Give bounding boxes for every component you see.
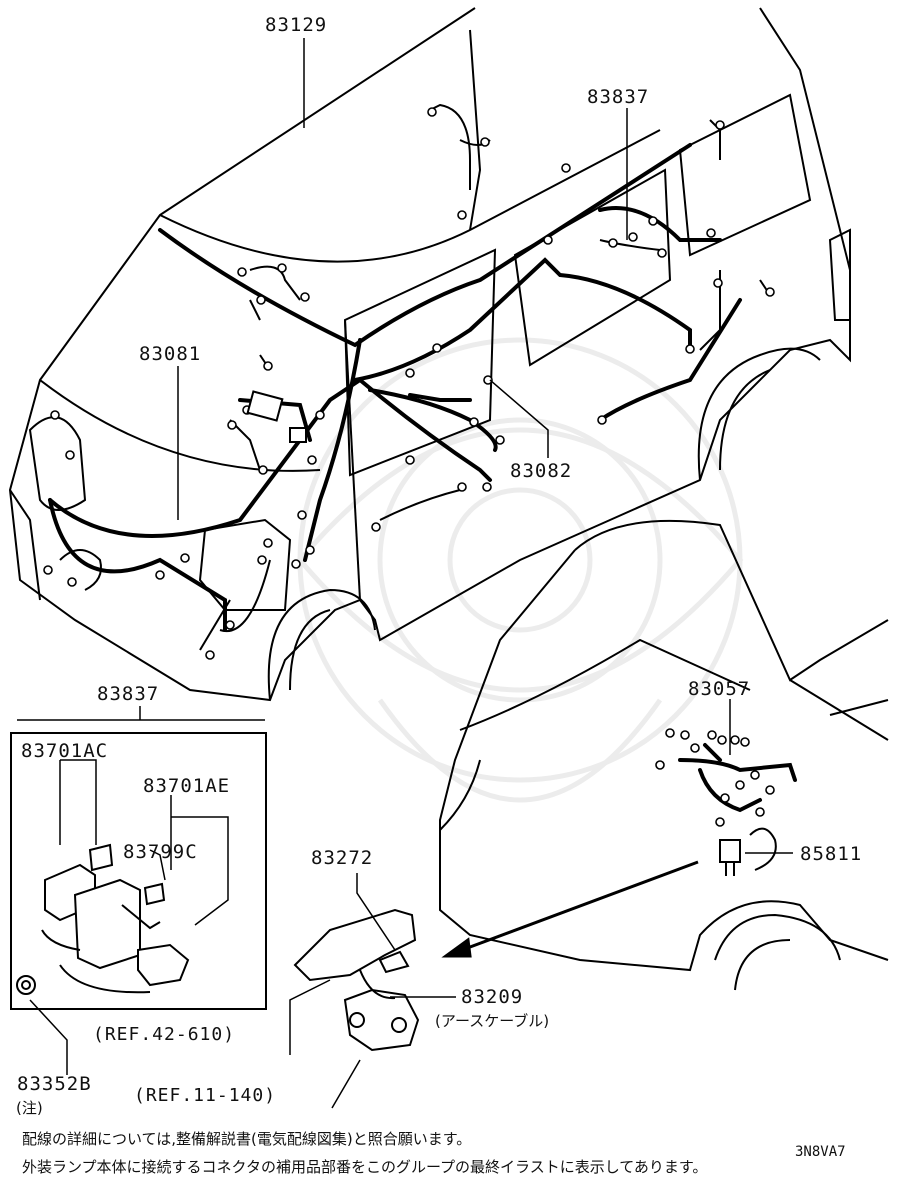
part-83272-label: 83272 bbox=[311, 847, 374, 869]
part-85811-label: 85811 bbox=[800, 843, 863, 865]
part-83209-label: 83209 bbox=[461, 986, 524, 1008]
detail-box-parts bbox=[16, 843, 190, 995]
connector-nodes-rear bbox=[655, 728, 775, 827]
part-83799C-label: 83799C bbox=[123, 841, 198, 863]
part-83352B-label: 83352B bbox=[17, 1073, 92, 1095]
part-83352B-note: (注) bbox=[16, 1099, 43, 1117]
part-83129-label: 83129 bbox=[265, 14, 328, 36]
part-83057-label: 83057 bbox=[688, 678, 751, 700]
van-body-main bbox=[8, 7, 851, 702]
part-83701AC-label: 83701AC bbox=[21, 740, 109, 762]
ground-cable-note: (アースケーブル) bbox=[435, 1012, 550, 1030]
footer-note-1: 配線の詳細については,整備解説書(電気配線図集)と照合願います。 bbox=[22, 1130, 472, 1148]
reference-42-610: (REF.42-610) bbox=[93, 1024, 236, 1045]
diagram-code: 3N8VA7 bbox=[795, 1144, 846, 1160]
part-83701AE-label: 83701AE bbox=[143, 775, 231, 797]
footer-note-2: 外装ランプ本体に接続するコネクタの補用品部番をこのグループの最終イラストに表示し… bbox=[22, 1158, 708, 1176]
wire-harness-main bbox=[48, 143, 742, 632]
part-83081-label: 83081 bbox=[139, 343, 202, 365]
connector-nodes-main bbox=[43, 107, 775, 660]
van-body-rear bbox=[439, 519, 889, 991]
sensor-85811-icon bbox=[719, 839, 741, 876]
wire-branches-main bbox=[199, 103, 771, 651]
watermark-emblem bbox=[297, 337, 744, 803]
part-83837-top-label: 83837 bbox=[587, 86, 650, 108]
detail-box-frame bbox=[10, 732, 267, 1010]
reference-11-140: (REF.11-140) bbox=[134, 1085, 277, 1106]
part-83837-box-label: 83837 bbox=[97, 683, 160, 705]
pointer-arrow bbox=[441, 860, 699, 958]
part-83082-label: 83082 bbox=[510, 460, 573, 482]
relay-block-icon bbox=[246, 390, 307, 443]
ground-bracket-icon bbox=[293, 908, 420, 1052]
wire-harness-rear bbox=[678, 743, 797, 813]
leader-lines bbox=[17, 38, 793, 1109]
